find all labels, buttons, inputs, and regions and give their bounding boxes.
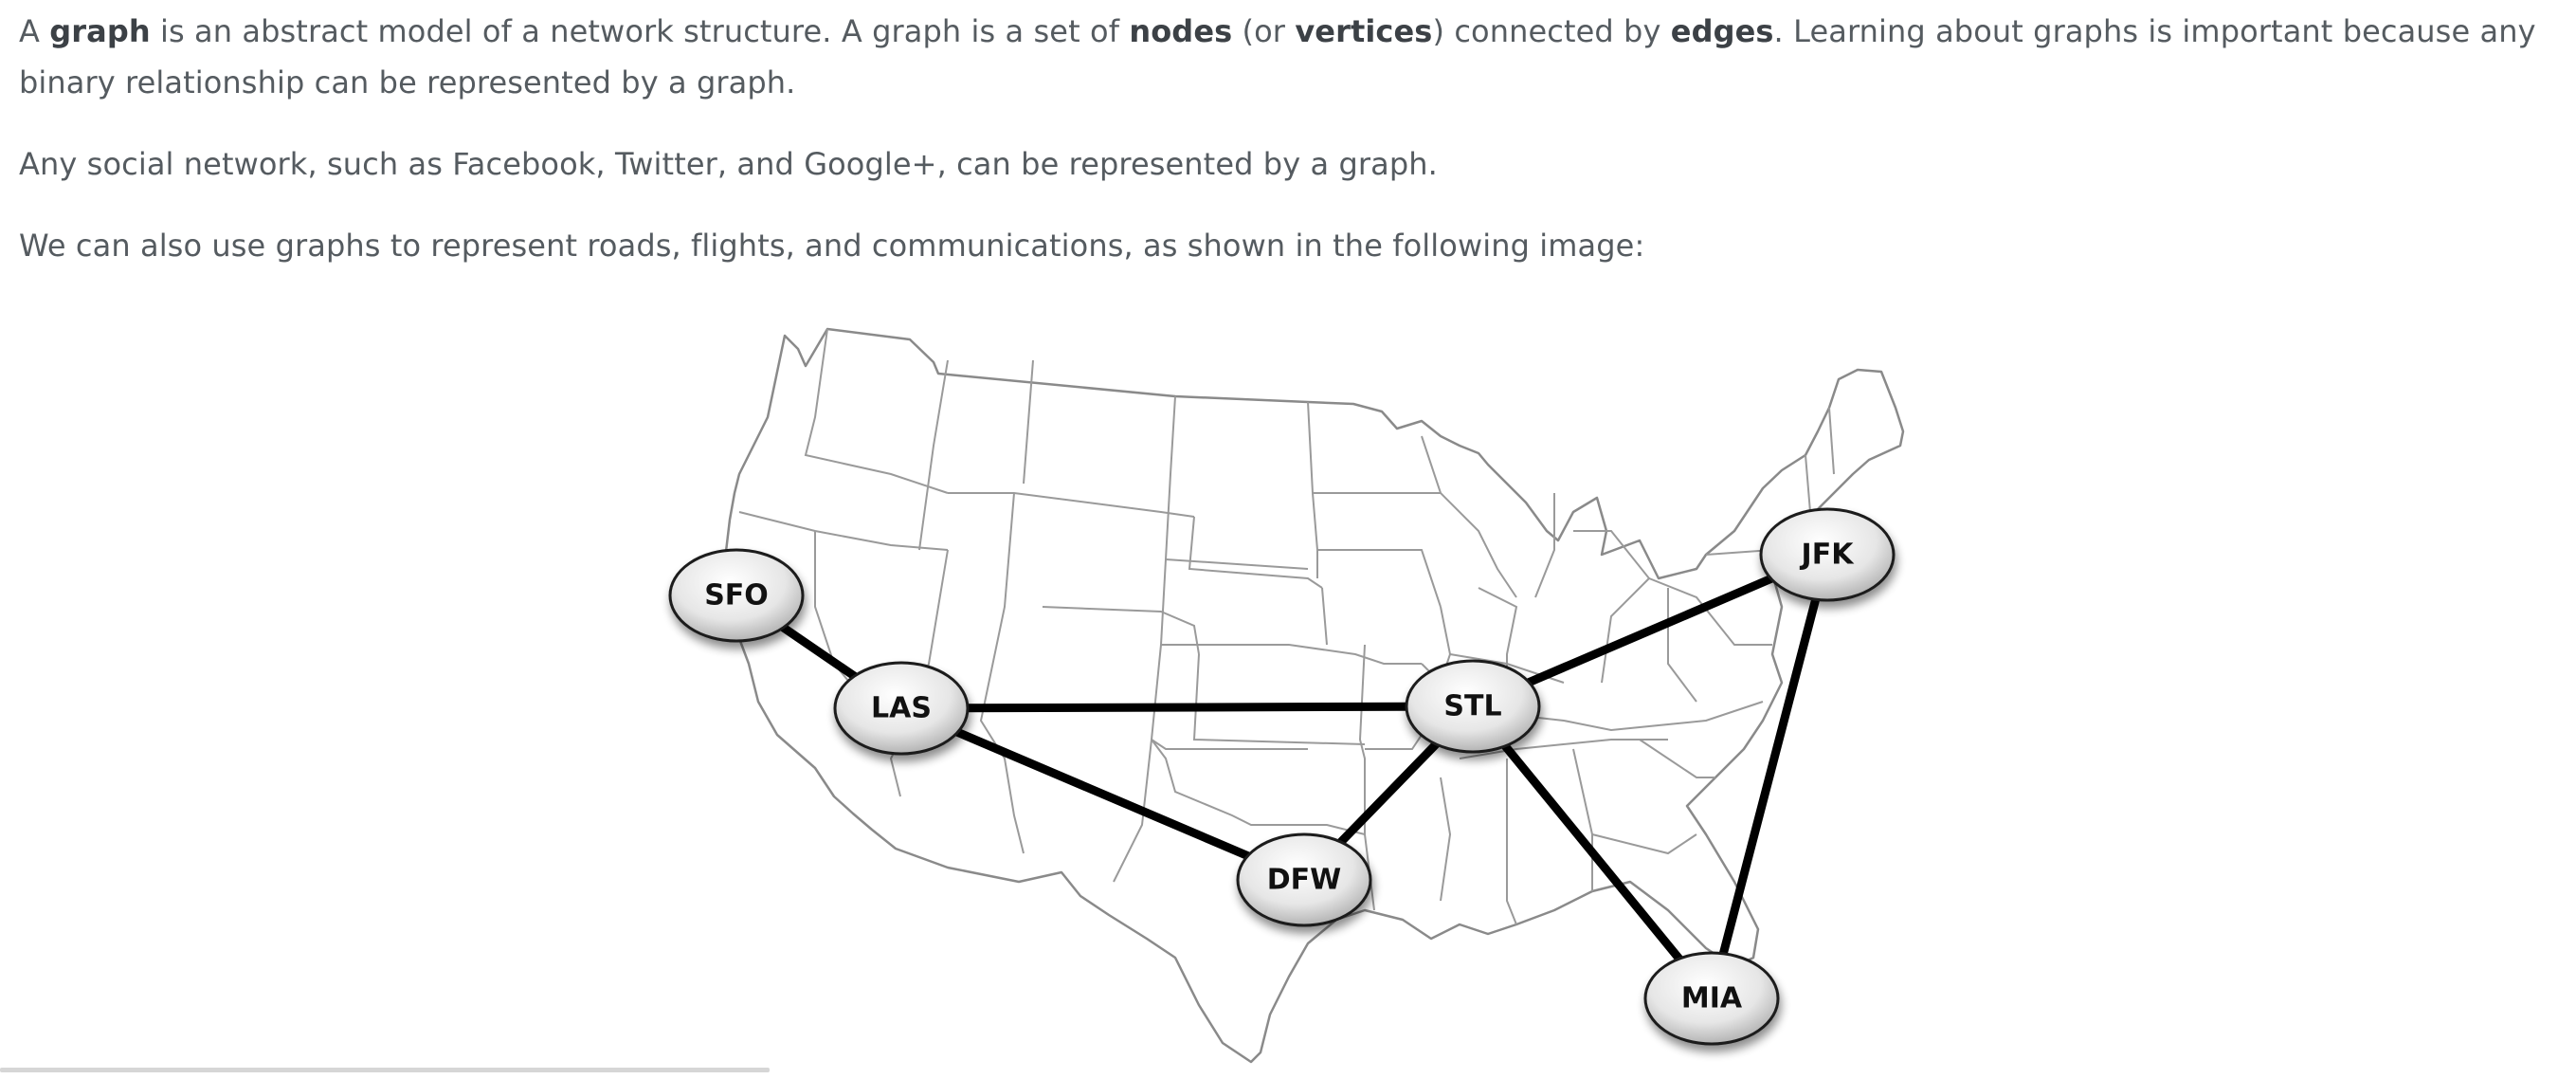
edge-stl-jfk: [1468, 550, 1832, 711]
horizontal-scrollbar[interactable]: [0, 1068, 770, 1072]
node-ellipse: [1759, 507, 1896, 602]
article-body: A graph is an abstract model of a networ…: [19, 0, 2540, 271]
node-ellipse: [1405, 659, 1541, 754]
node-label: DFW: [1267, 864, 1342, 897]
node-label: LAS: [871, 692, 932, 725]
paragraph-figure-intro: We can also use graphs to represent road…: [19, 220, 2540, 271]
term-vertices: vertices: [1295, 13, 1433, 49]
node-dfw: DFW: [1236, 832, 1372, 927]
paragraph-social-network: Any social network, such as Facebook, Tw…: [19, 138, 2540, 190]
node-label: JFK: [1800, 539, 1856, 572]
node-ellipse: [1643, 951, 1780, 1046]
text-run: We can also use graphs to represent road…: [19, 228, 1645, 264]
node-ellipse: [1236, 832, 1372, 927]
edge-las-dfw: [897, 704, 1309, 885]
node-label: STL: [1443, 690, 1501, 723]
text-run: (or: [1232, 13, 1296, 49]
paragraph-graph-definition: A graph is an abstract model of a networ…: [19, 6, 2540, 108]
text-run: Any social network, such as Facebook, Tw…: [19, 146, 1438, 182]
node-ellipse: [668, 548, 805, 643]
text-run: is an abstract model of a network struct…: [150, 13, 1130, 49]
node-label: MIA: [1681, 982, 1743, 1015]
node-label: SFO: [704, 579, 769, 613]
edge-jfk-mia: [1707, 550, 1832, 1003]
us-map-outline: [718, 327, 1905, 1064]
node-jfk: JFK: [1759, 507, 1896, 602]
node-stl: STL: [1405, 659, 1541, 754]
edge-stl-mia: [1468, 702, 1716, 1003]
text-run: . Learning about graphs is important bec…: [19, 13, 2536, 101]
text-run: ) connected by: [1432, 13, 1671, 49]
text-run: A: [19, 13, 50, 49]
graph-nodes: SFO LAS STL JFK DFW MIA: [668, 507, 1896, 1046]
term-edges: edges: [1670, 13, 1774, 49]
edge-las-stl: [897, 702, 1478, 713]
node-sfo: SFO: [668, 548, 805, 643]
term-nodes: nodes: [1129, 13, 1233, 49]
term-graph: graph: [49, 13, 151, 49]
node-las: LAS: [833, 661, 970, 756]
node-ellipse: [833, 661, 970, 756]
node-mia: MIA: [1643, 951, 1780, 1046]
